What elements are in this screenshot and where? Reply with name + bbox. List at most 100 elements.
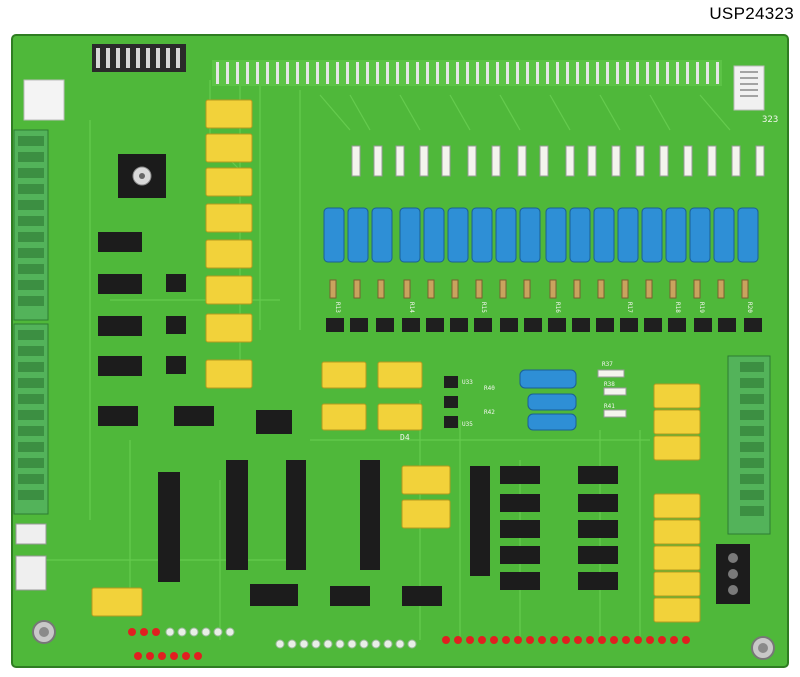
relay	[91, 587, 143, 617]
capacitor	[527, 393, 577, 411]
silk-label: R37	[602, 361, 613, 368]
resistors-right	[597, 369, 627, 418]
relay-column-left	[205, 99, 253, 389]
small-resistor-row	[329, 279, 749, 299]
ic-chip	[166, 356, 186, 374]
barcode-sticker	[733, 65, 765, 111]
edge-connector-top	[212, 60, 722, 86]
relay	[653, 435, 701, 461]
ic-chip	[98, 274, 142, 294]
ribbon-connector	[158, 472, 180, 582]
relay	[653, 571, 701, 597]
silk-label: R19	[698, 302, 705, 313]
relay-group-middle	[91, 361, 451, 617]
silk-label: R38	[604, 381, 615, 388]
silk-label: U35	[462, 421, 473, 428]
capacitor	[519, 369, 577, 389]
resistor-row	[351, 145, 765, 177]
ribbon-connector	[360, 460, 380, 570]
relay	[205, 203, 253, 233]
ribbon-connector	[226, 460, 248, 570]
relay	[653, 493, 701, 519]
ic-chip	[98, 316, 142, 336]
board-code-text: 323	[762, 115, 778, 125]
silk-d4: D4	[400, 433, 410, 442]
relay	[377, 403, 423, 431]
led-row-clear	[165, 627, 417, 649]
ic-chip	[166, 316, 186, 334]
capacitor	[641, 207, 663, 263]
pin-header-top-left	[92, 44, 186, 72]
relay	[321, 361, 367, 389]
capacitor	[569, 207, 591, 263]
silk-label: R15	[480, 302, 487, 313]
capacitor	[737, 207, 759, 263]
silk-label: R41	[604, 403, 615, 410]
small-chips-middle	[444, 376, 458, 428]
white-sticker-label	[23, 79, 65, 121]
terminal-block-right	[727, 355, 771, 535]
led-row-left	[128, 628, 202, 660]
capacitor	[545, 207, 567, 263]
ic-chips-lower-right	[250, 466, 618, 606]
capacitor	[323, 207, 345, 263]
capacitor	[665, 207, 687, 263]
relay	[653, 519, 701, 545]
relay-group-right	[653, 383, 701, 623]
capacitor	[519, 207, 541, 263]
relay	[205, 167, 253, 197]
ribbon-connectors	[158, 460, 490, 582]
silk-label: R13	[334, 302, 341, 313]
relay	[653, 383, 701, 409]
relay	[653, 409, 701, 435]
ic-chips-left	[98, 232, 292, 434]
silk-label: R18	[674, 302, 681, 313]
capacitor-group-right	[519, 369, 577, 431]
ribbon-connector	[470, 466, 490, 576]
silk-label: U33	[462, 379, 473, 386]
ic-chip	[174, 406, 214, 426]
relay	[401, 499, 451, 529]
capacitor	[399, 207, 421, 263]
silk-label: R16	[554, 302, 561, 313]
relay	[653, 597, 701, 623]
capacitor-row	[323, 207, 759, 263]
led-row-right	[442, 636, 690, 644]
capacitor	[471, 207, 493, 263]
voltage-regulator	[118, 154, 166, 198]
capacitor	[593, 207, 615, 263]
capacitor	[617, 207, 639, 263]
product-sku-label: USP24323	[709, 4, 794, 23]
ic-chip	[256, 410, 292, 434]
relay	[321, 403, 367, 431]
silk-label: R20	[746, 302, 753, 313]
relay	[205, 133, 253, 163]
terminal-block-left-upper	[13, 129, 49, 321]
silk-label: R14	[408, 302, 415, 313]
capacitor	[423, 207, 445, 263]
ic-chip	[98, 356, 142, 376]
relay	[205, 239, 253, 269]
relay	[377, 361, 423, 389]
capacitor	[447, 207, 469, 263]
capacitor	[371, 207, 393, 263]
capacitor	[713, 207, 735, 263]
relay	[205, 99, 253, 129]
ribbon-connector	[286, 460, 306, 570]
relay	[205, 313, 253, 343]
relay	[205, 275, 253, 305]
ic-chip	[98, 406, 138, 426]
white-connectors-left	[15, 523, 47, 591]
capacitor	[689, 207, 711, 263]
relay	[401, 465, 451, 495]
terminal-block-left-lower	[13, 323, 49, 515]
optocoupler-row	[326, 318, 762, 332]
capacitor	[527, 413, 577, 431]
power-terminal	[716, 544, 750, 604]
capacitor	[347, 207, 369, 263]
capacitor	[495, 207, 517, 263]
relay	[205, 359, 253, 389]
ic-chip	[166, 274, 186, 292]
mounting-holes	[32, 620, 775, 660]
silk-label: R40	[484, 385, 495, 392]
